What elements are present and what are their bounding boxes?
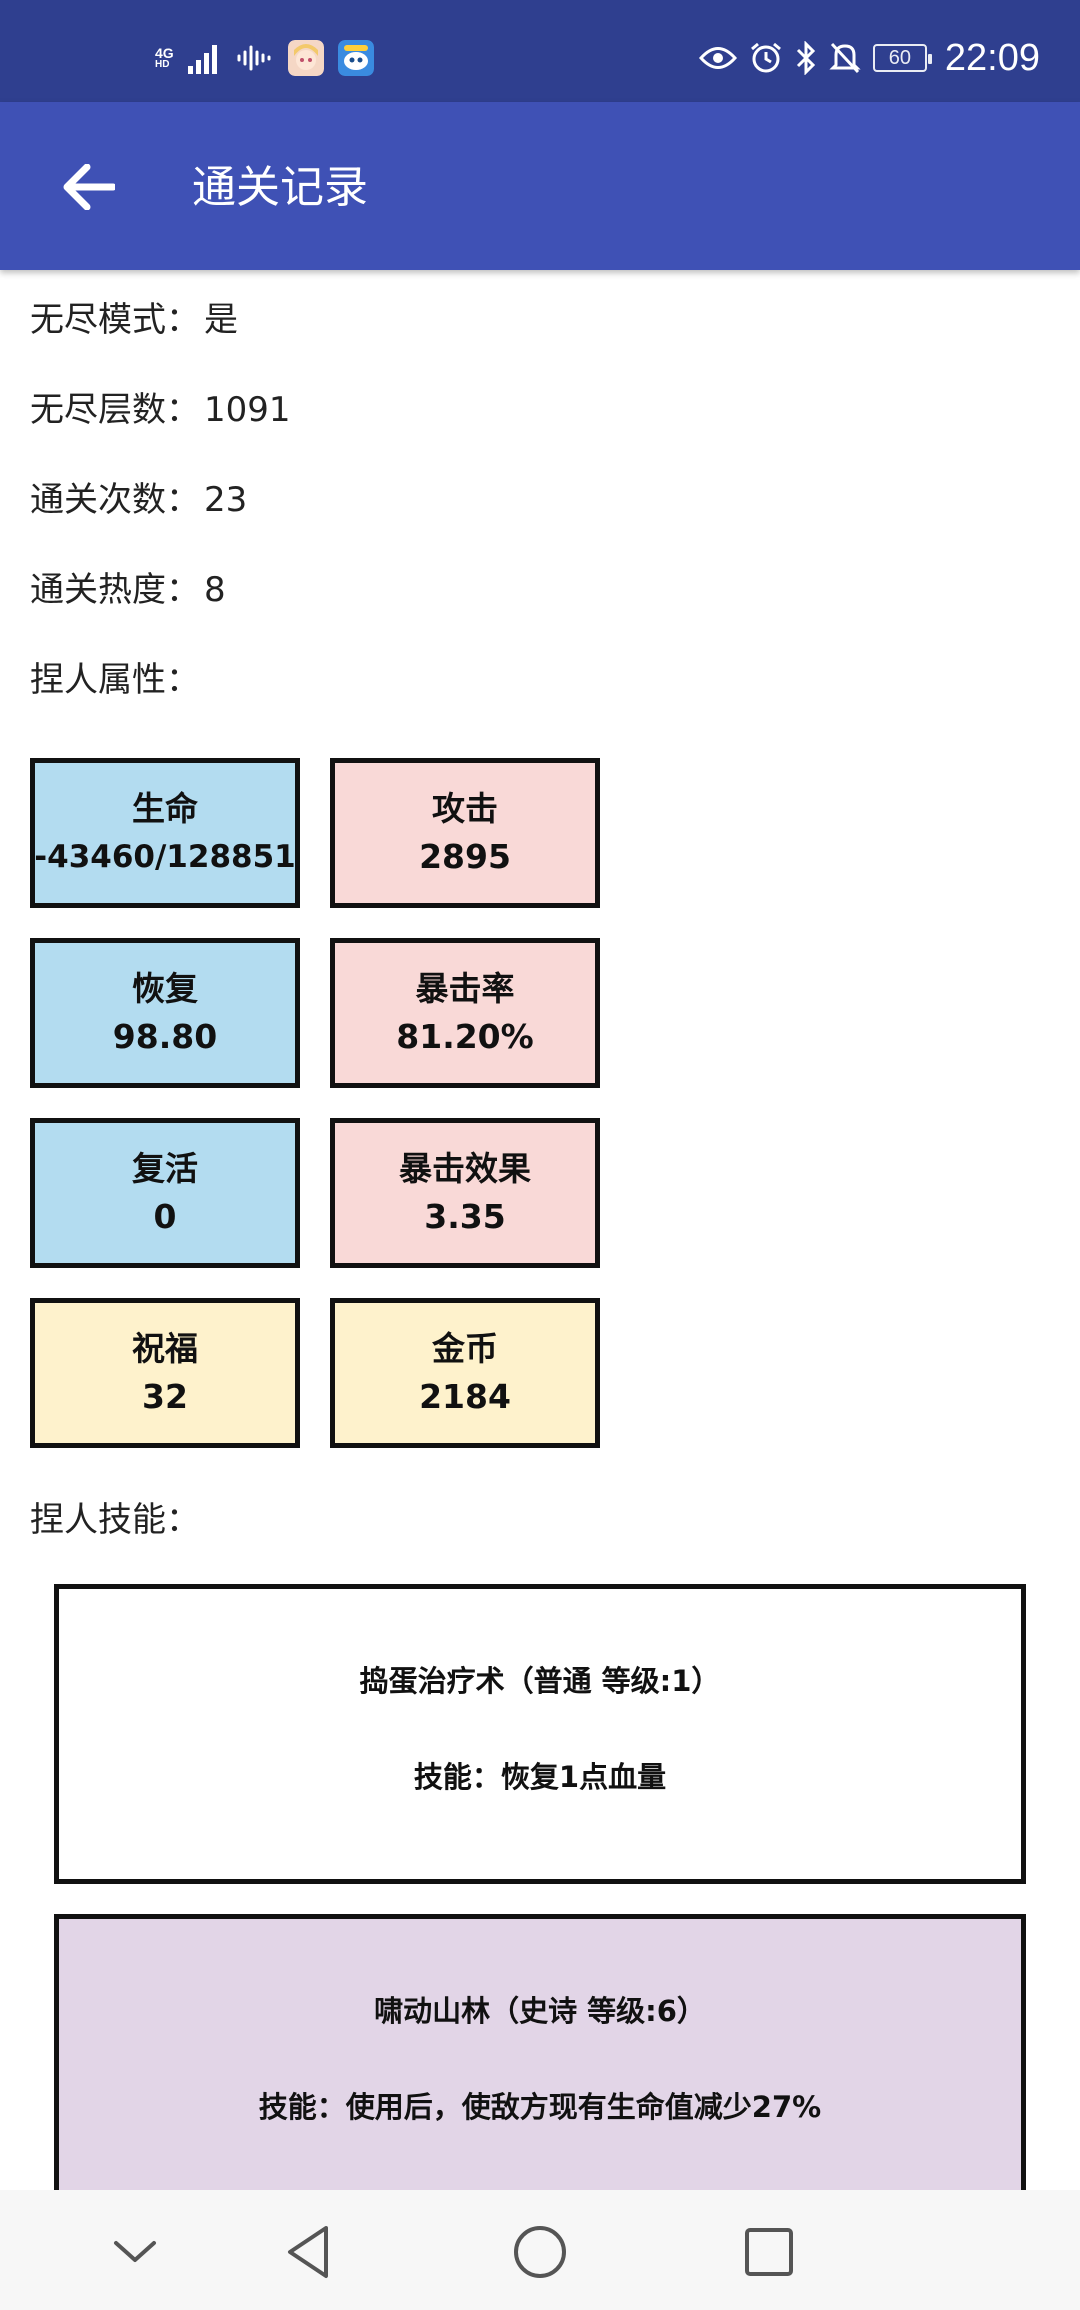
back-triangle-icon	[288, 2226, 328, 2278]
chevron-down-icon	[114, 2241, 156, 2262]
stat-tile-crit-effect: 暴击效果 3.35	[330, 1118, 600, 1268]
skill-card: 啸动山林（史诗 等级:6） 技能：使用后，使敌方现有生命值减少27%	[54, 1914, 1026, 2234]
arrow-left-icon	[63, 164, 115, 210]
network-label-hd: HD	[155, 59, 170, 70]
endless-mode-label: 无尽模式：	[30, 300, 200, 340]
endless-mode-value: 是	[204, 300, 238, 340]
home-circle-icon	[514, 2226, 566, 2278]
nav-recents-button[interactable]	[729, 2212, 809, 2292]
attributes-header: 捏人属性：	[30, 660, 200, 700]
stat-value: 81.20%	[396, 1017, 534, 1056]
status-bar: 4G HD	[0, 0, 1080, 102]
signal-icon	[187, 45, 217, 74]
voice-wave-icon	[237, 45, 271, 71]
stat-tile-regen: 恢复 98.80	[30, 938, 300, 1088]
stat-value: -43460/128851	[34, 839, 296, 875]
stat-label: 复活	[132, 1149, 198, 1188]
stat-tile-blessing: 祝福 32	[30, 1298, 300, 1448]
stat-tile-hp: 生命 -43460/128851	[30, 758, 300, 908]
skill-name: 捣蛋治疗术（普通 等级:1）	[359, 1664, 721, 1698]
stat-value: 2895	[419, 837, 511, 876]
page-title: 通关记录	[192, 162, 368, 213]
battery-icon: 60	[872, 44, 932, 72]
eye-icon	[698, 47, 737, 69]
nav-hide-button[interactable]	[95, 2212, 175, 2292]
bluetooth-icon	[796, 41, 816, 75]
clear-count-label: 通关次数：	[30, 480, 200, 520]
skill-description: 技能：使用后，使敌方现有生命值减少27%	[258, 2090, 822, 2124]
stat-value: 32	[142, 1377, 188, 1416]
stat-label: 金币	[432, 1329, 498, 1368]
clear-heat-label: 通关热度：	[30, 570, 200, 610]
stat-tile-attack: 攻击 2895	[330, 758, 600, 908]
stat-label: 暴击率	[415, 969, 515, 1008]
stat-value: 3.35	[424, 1197, 506, 1236]
endless-floors-label: 无尽层数：	[30, 390, 200, 430]
stat-tile-revive: 复活 0	[30, 1118, 300, 1268]
network-type: 4G HD	[155, 46, 174, 70]
stat-value: 2184	[419, 1377, 511, 1416]
stat-tile-gold: 金币 2184	[330, 1298, 600, 1448]
clear-heat-row: 通关热度：8	[30, 566, 226, 614]
stat-value: 98.80	[112, 1017, 218, 1056]
status-right-group: 60 22:09	[698, 36, 1040, 79]
nav-back-button[interactable]	[268, 2212, 348, 2292]
back-button[interactable]	[52, 150, 126, 224]
status-time: 22:09	[944, 36, 1040, 79]
nav-home-button[interactable]	[500, 2212, 580, 2292]
stat-label: 祝福	[132, 1329, 198, 1368]
anime-app-icon	[287, 40, 324, 76]
system-nav-bar	[0, 2190, 1080, 2310]
stat-label: 生命	[132, 789, 198, 828]
endless-mode-row: 无尽模式：是	[30, 296, 238, 344]
network-label-4g: 4G	[155, 45, 174, 61]
recents-square-icon	[745, 2228, 793, 2276]
stat-value: 0	[153, 1197, 177, 1236]
app-bar: 通关记录	[0, 102, 1080, 270]
stat-tile-crit-rate: 暴击率 81.20%	[330, 938, 600, 1088]
skill-name: 啸动山林（史诗 等级:6）	[374, 1994, 706, 2028]
status-left-group: 4G HD	[155, 38, 374, 78]
blue-app-icon	[337, 40, 374, 76]
skills-header: 捏人技能：	[30, 1500, 200, 1540]
skill-card: 捣蛋治疗术（普通 等级:1） 技能：恢复1点血量	[54, 1584, 1026, 1884]
mute-bell-icon	[829, 42, 861, 74]
alarm-icon	[750, 42, 781, 73]
endless-floors-row: 无尽层数：1091	[30, 386, 291, 434]
stat-label: 暴击效果	[399, 1149, 531, 1188]
battery-level: 60	[888, 47, 912, 69]
clear-count-value: 23	[204, 480, 248, 520]
stat-label: 恢复	[132, 969, 198, 1008]
endless-floors-value: 1091	[204, 390, 291, 430]
stat-label: 攻击	[432, 789, 498, 828]
clear-count-row: 通关次数：23	[30, 476, 247, 524]
clear-heat-value: 8	[204, 570, 226, 610]
skill-description: 技能：恢复1点血量	[413, 1760, 667, 1794]
